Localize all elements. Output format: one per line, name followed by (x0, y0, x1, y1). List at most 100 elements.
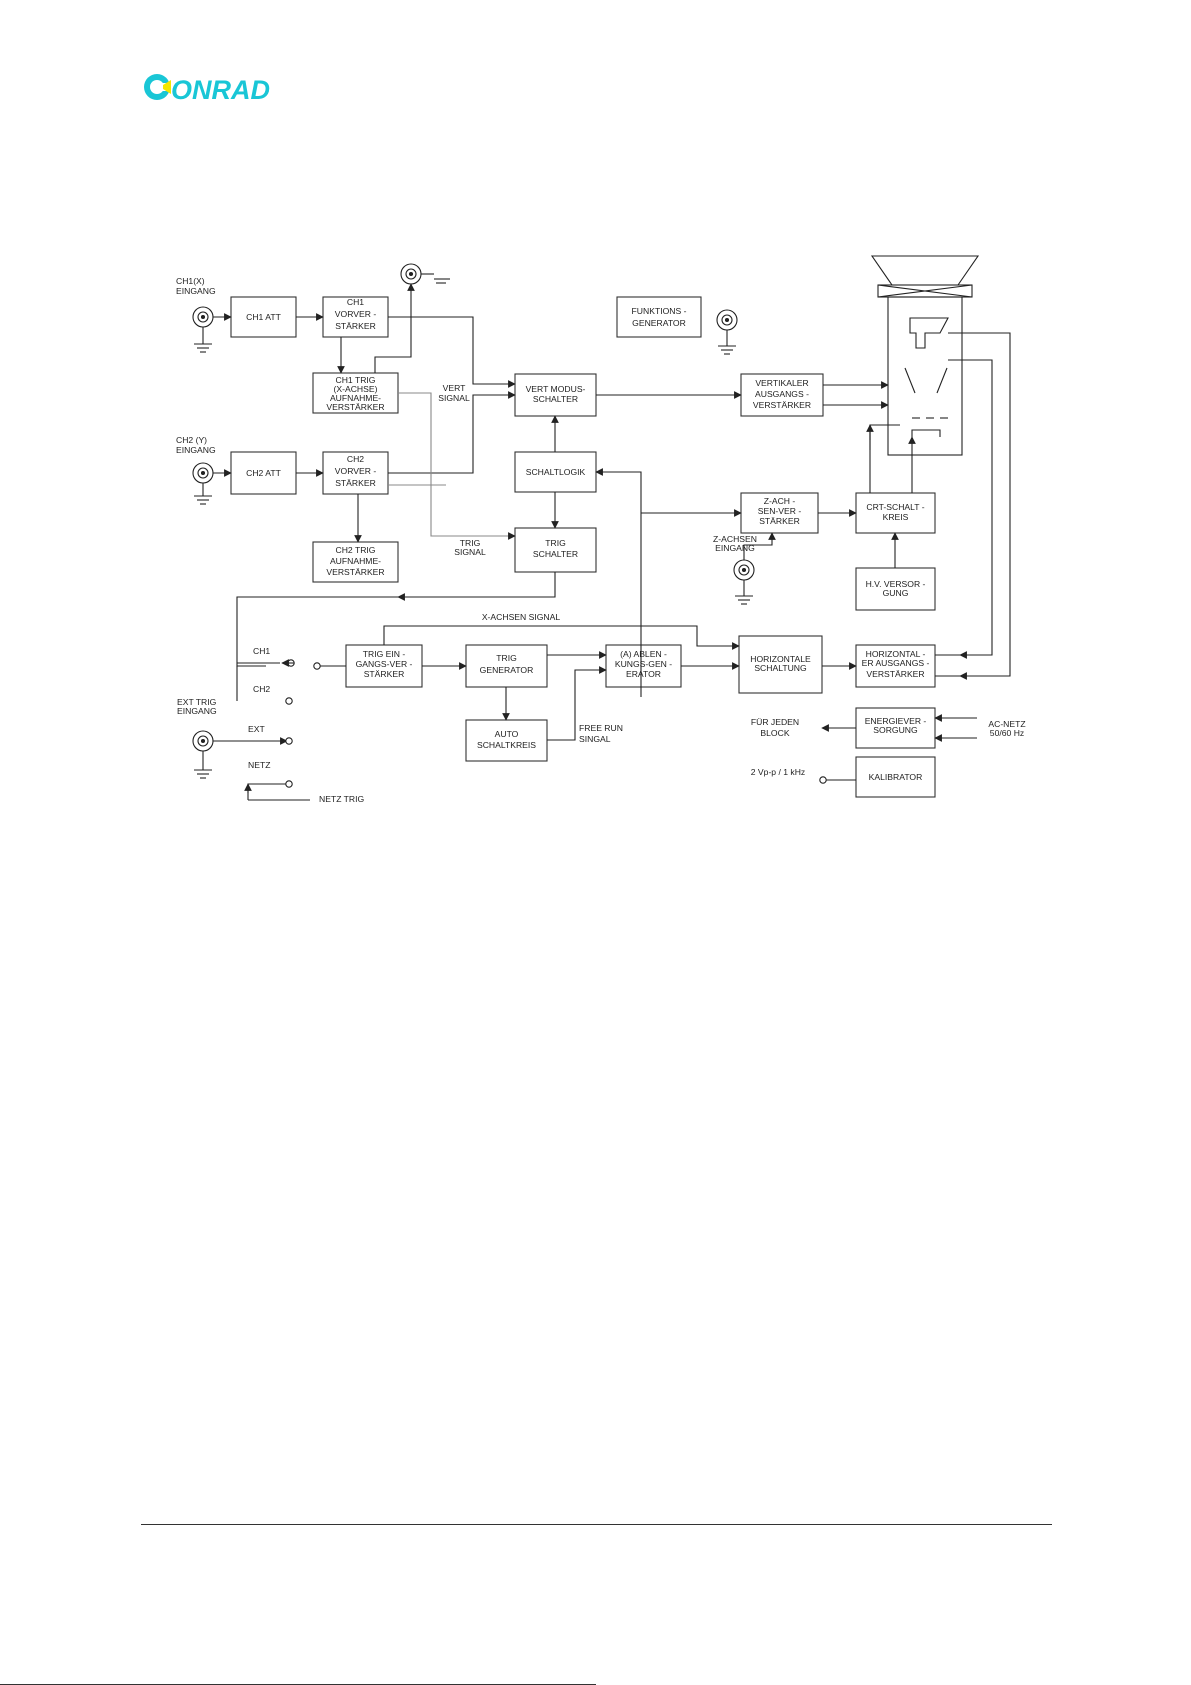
trig-input-amp-text-2: GANGS-VER - (356, 659, 413, 669)
ch1-preamp-text-1: CH1 (347, 297, 364, 307)
z-amp-text-1: Z-ACH - (764, 496, 796, 506)
func-gen-block (616, 296, 702, 338)
func-gen-text-1: FUNKTIONS - (632, 306, 687, 316)
z-amp-text-3: STÄRKER (759, 516, 800, 526)
horiz-out-block (855, 644, 936, 688)
vert-out-block (740, 373, 824, 417)
trig-switch-text-1: TRIG (545, 538, 566, 548)
horiz-switch-text-2: SCHALTUNG (754, 663, 807, 673)
auto-circuit-text-2: SCHALTKREIS (477, 740, 536, 750)
free-run-label-1: FREE RUN (579, 723, 623, 733)
vert-out-text-2: AUSGANGS - (755, 389, 809, 399)
ch1-trig-text-2: (X-ACHSE) (334, 384, 378, 394)
ch2-preamp-text-1: CH2 (347, 454, 364, 464)
horiz-switch-text-1: HORIZONTALE (750, 654, 811, 664)
sweep-gen-block (605, 644, 682, 688)
power-supply-text-1: ENERGIEVER - (865, 716, 927, 726)
func-gen-connector (716, 309, 738, 355)
ch2-trig-text-1: CH2 TRIG (336, 545, 376, 555)
vert-out-text-1: VERTIKALER (755, 378, 808, 388)
vert-mode-text-1: VERT MODUS- (526, 384, 586, 394)
ch2-preamp-text-2: VORVER - (335, 466, 377, 476)
ch2-preamp-block (322, 451, 389, 495)
ch1-trig-text-4: VERSTÄRKER (326, 402, 384, 412)
z-input-connector (733, 559, 755, 605)
horiz-out-text-2: ER AUSGANGS - (862, 658, 930, 668)
ext-trig-label-2: EINGANG (177, 706, 217, 716)
ch1-switch-label: CH1 (253, 646, 270, 656)
auto-circuit-text-1: AUTO (495, 729, 519, 739)
ch1-bnc-connector (192, 306, 214, 353)
sweep-gen-text-1: (A) ABLEN - (620, 649, 667, 659)
trig-signal-label-2: SIGNAL (454, 547, 486, 557)
trig-input-amp-text-1: TRIG EIN - (363, 649, 406, 659)
ext-trig-connector (192, 730, 214, 779)
crt-circuit-text-2: KREIS (883, 512, 909, 522)
horiz-out-text-1: HORIZONTAL - (866, 649, 926, 659)
z-input-label-2: EINGANG (715, 543, 755, 553)
sweep-gen-text-3: ERATOR (626, 669, 661, 679)
ext-trig-label-1: EXT TRIG (177, 697, 217, 707)
ch1-out-connector (400, 263, 450, 285)
free-run-label-2: SINGAL (579, 734, 611, 744)
x-signal-label: X-ACHSEN SIGNAL (482, 612, 561, 622)
ext-switch-label: EXT (248, 724, 265, 734)
footer-rule (141, 1524, 1052, 1525)
ch2-trig-text-2: AUFNAHME- (330, 556, 381, 566)
calib-out-label: 2 Vp-p / 1 kHz (751, 767, 805, 777)
ch1-preamp-text-2: VORVER - (335, 309, 377, 319)
horiz-switch-block (738, 635, 823, 694)
trig-gen-text-2: GENERATOR (480, 665, 534, 675)
horiz-out-text-3: VERSTÄRKER (866, 669, 924, 679)
hv-supply-text-2: GUNG (883, 588, 909, 598)
z-amp-text-2: SEN-VER - (758, 506, 802, 516)
vert-mode-text-2: SCHALTER (533, 394, 578, 404)
ch1-preamp-text-3: STÄRKER (335, 321, 376, 331)
calibrator-block (855, 756, 936, 798)
switch-logic-text: SCHALTLOGIK (526, 467, 586, 477)
hv-supply-block (855, 567, 936, 611)
svg-text:ONRAD: ONRAD (171, 75, 270, 105)
z-amp-block (740, 492, 819, 534)
vert-signal-label-1: VERT (443, 383, 467, 393)
crt-tube (870, 255, 980, 456)
ch1-preamp-block (322, 296, 389, 338)
ch2-input-label-2: EINGANG (176, 445, 216, 455)
crt-circuit-text-1: CRT-SCHALT - (866, 502, 924, 512)
power-supply-text-2: SORGUNG (873, 725, 918, 735)
netz-trig-label: NETZ TRIG (319, 794, 365, 804)
power-supply-block (855, 707, 936, 749)
calibrator-text: KALIBRATOR (869, 772, 923, 782)
ch1-trig-block (312, 372, 399, 414)
ch1-trig-text-3: AUFNAHME- (330, 393, 381, 403)
ch1-att-text: CH1 ATT (246, 312, 281, 322)
trig-gen-text-1: TRIG (496, 653, 517, 663)
ch2-trig-block (312, 541, 399, 583)
vert-signal-label-2: SIGNAL (438, 393, 470, 403)
hv-supply-text-1: H.V. VERSOR - (866, 579, 926, 589)
ch2-bnc-connector (192, 462, 214, 505)
trig-switch-block (514, 527, 597, 573)
for-each-block-label-1: FÜR JEDEN (751, 717, 799, 727)
conrad-logo: ONRAD (144, 74, 270, 105)
ch2-preamp-text-3: STÄRKER (335, 478, 376, 488)
for-each-block-label-2: BLOCK (760, 728, 789, 738)
trig-signal-label-1: TRIG (460, 538, 481, 548)
ch2-att-block (230, 451, 297, 495)
netz-switch-label: NETZ (248, 760, 270, 770)
ch2-switch-label: CH2 (253, 684, 270, 694)
trig-switch-text-2: SCHALTER (533, 549, 578, 559)
ch2-trig-text-3: VERSTÄRKER (326, 567, 384, 577)
z-input-label-1: Z-ACHSEN (713, 534, 757, 544)
crt-circuit-block (855, 492, 936, 534)
ch1-trig-text-1: CH1 TRIG (336, 375, 376, 385)
ch1-att-block (230, 296, 297, 338)
ac-mains-label-1: AC-NETZ (988, 719, 1025, 729)
ch2-att-text: CH2 ATT (246, 468, 281, 478)
func-gen-text-2: GENERATOR (632, 318, 686, 328)
trig-input-amp-text-3: STÄRKER (364, 669, 405, 679)
ch1-input-label-2: EINGANG (176, 286, 216, 296)
sweep-gen-text-2: KUNGS-GEN - (615, 659, 672, 669)
ac-mains-label-2: 50/60 Hz (990, 728, 1024, 738)
